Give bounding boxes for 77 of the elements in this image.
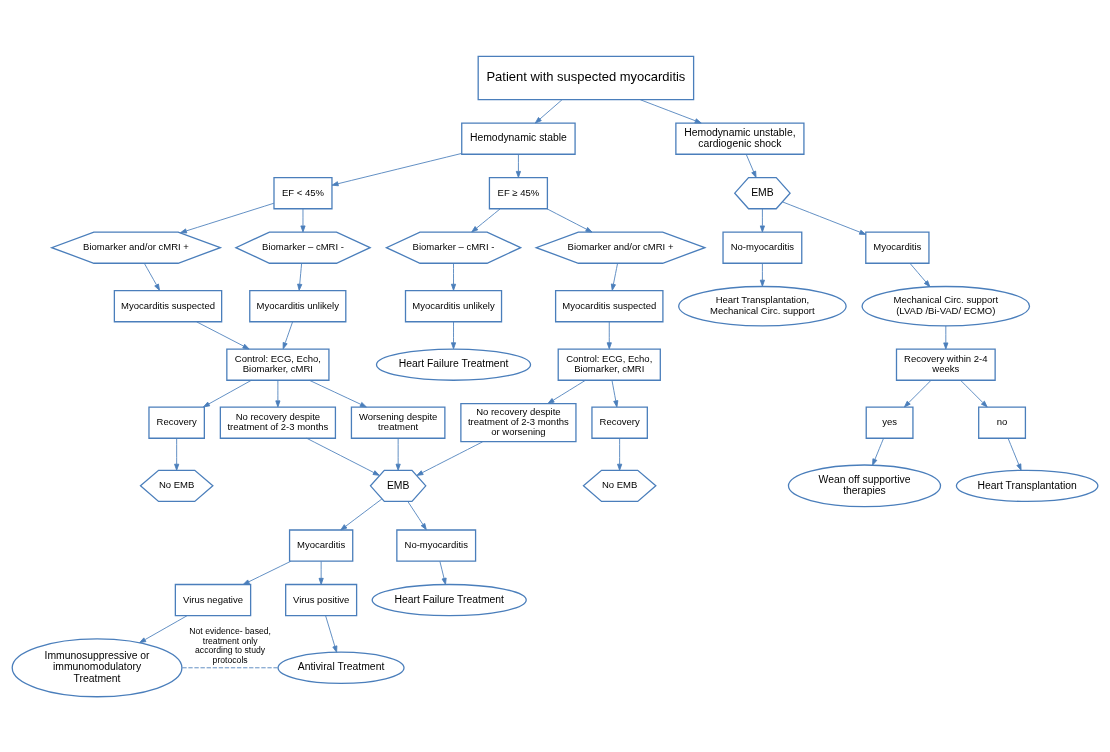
arrow	[534, 98, 563, 123]
node-box: Myocarditis	[288, 528, 354, 562]
node-ellipse: Wean off supportive therapies	[787, 463, 942, 507]
arrow	[1007, 437, 1022, 471]
node-ellipse: Mechanical Circ. support (LVAD /Bi-VAD/ ECMO)	[861, 285, 1031, 326]
arrow	[745, 153, 757, 178]
arrow	[639, 98, 702, 123]
arrow	[416, 440, 484, 476]
arrow	[960, 379, 988, 407]
arrow	[242, 560, 292, 585]
arrow	[282, 321, 293, 349]
node-box: Recovery within 2-4 weeks	[895, 347, 996, 381]
node-box: Worsening despite treatment	[350, 405, 446, 439]
node-box: Hemodynamic stable	[461, 121, 576, 155]
node-box: EF < 45%	[273, 176, 333, 209]
node-box: No-myocarditis	[396, 528, 477, 562]
arrow	[782, 201, 867, 235]
arrow	[203, 379, 252, 407]
node-box: Myocarditis suspected	[113, 289, 223, 322]
arrow	[904, 379, 932, 407]
arrow	[340, 498, 383, 530]
node-box: Recovery	[148, 405, 205, 439]
node-ellipse: Heart Failure Treatment	[375, 347, 532, 381]
arrow	[759, 208, 765, 232]
node-box: Virus positive	[285, 583, 358, 616]
arrow	[395, 437, 401, 471]
arrow	[439, 560, 447, 585]
node-box: Patient with suspected myocarditis	[477, 55, 695, 100]
arrow	[174, 437, 180, 471]
arrow	[325, 615, 338, 653]
arrow	[143, 262, 160, 291]
arrow	[300, 208, 306, 232]
node-ellipse: Antiviral Treatment	[277, 651, 405, 684]
arrow	[759, 262, 765, 287]
node-box: Recovery	[591, 405, 648, 439]
connector	[181, 666, 279, 668]
arrow	[611, 379, 619, 407]
arrow	[515, 153, 521, 178]
arrow	[275, 379, 281, 407]
node-box: Myocarditis	[865, 230, 930, 264]
arrow	[450, 321, 457, 349]
arrow	[139, 614, 188, 643]
node-box: Hemodynamic unstable, cardiogenic shock	[675, 121, 805, 155]
arrow	[318, 560, 324, 585]
node-box: No-myocarditis	[722, 230, 803, 264]
arrow	[547, 379, 586, 404]
arrow	[617, 437, 623, 471]
arrow	[546, 207, 593, 232]
node-box: yes	[865, 405, 914, 439]
arrow	[610, 262, 618, 291]
edge-label: Not evidence- based, treatment only according to study protocols	[189, 625, 271, 665]
arrow	[196, 320, 250, 349]
node-ellipse: Heart Transplantation	[955, 469, 1099, 502]
node-box: Myocarditis unlikely	[249, 289, 347, 322]
arrow	[180, 202, 275, 233]
arrow	[331, 152, 462, 186]
node-box: EF ≥ 45%	[488, 176, 549, 209]
arrow	[872, 437, 884, 466]
node-ellipse: Heart Transplantation, Mechanical Circ. support	[678, 285, 847, 326]
node-box: no	[978, 405, 1027, 439]
arrow	[943, 325, 949, 349]
arrow	[306, 437, 380, 476]
node-box: Myocarditis suspected	[554, 289, 664, 322]
node-box: Myocarditis unlikely	[404, 289, 503, 322]
node-box: Control: ECG, Echo, Biomarker, cMRI	[226, 347, 330, 381]
node-box: No recovery despite treatment of 2-3 months or worsening	[460, 402, 577, 442]
node-box: No recovery despite treatment of 2-3 months	[219, 405, 337, 439]
arrow	[407, 500, 427, 530]
node-box: Virus negative	[174, 583, 252, 616]
arrow	[606, 321, 612, 349]
arrow	[297, 262, 303, 291]
arrow	[471, 208, 501, 232]
arrow	[309, 379, 367, 407]
node-ellipse: Heart Failure Treatment	[371, 583, 527, 616]
node-box: Control: ECG, Echo, Biomarker, cMRI	[557, 347, 661, 381]
arrow	[450, 262, 457, 291]
arrow	[909, 262, 931, 287]
